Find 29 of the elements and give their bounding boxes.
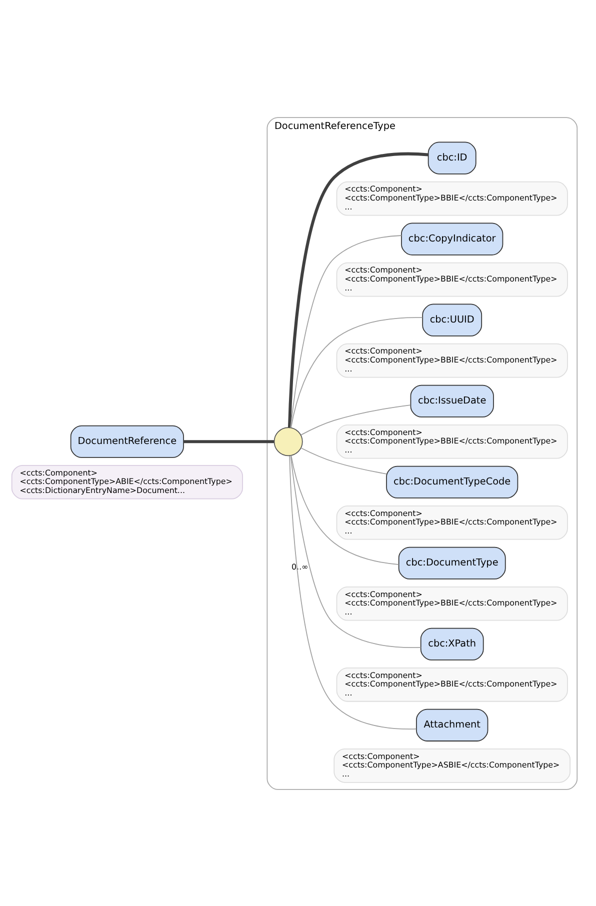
- connector: [290, 234, 402, 428]
- node-box: cbc:IssueDate: [410, 384, 494, 417]
- node-box: Attachment: [416, 708, 488, 741]
- node-box: <ccts:Component> <ccts:ComponentType>BBIE</ccts:ComponentType> ...: [336, 666, 568, 702]
- connector: [300, 404, 411, 435]
- node-box: cbc:DocumentTypeCode: [386, 465, 518, 498]
- node-box: <ccts:Component> <ccts:ComponentType>BBIE</ccts:ComponentType> ...: [336, 424, 568, 458]
- connector: [290, 454, 422, 648]
- node-box: <ccts:Component> <ccts:ComponentType>BBIE</ccts:ComponentType> ...: [336, 504, 568, 540]
- node-box: <ccts:Component> <ccts:ComponentType>ABIE</ccts:ComponentType> <ccts:DictionaryEntryName>Document...: [11, 464, 243, 499]
- node-box: <ccts:Component> <ccts:ComponentType>BBIE</ccts:ComponentType> ...: [336, 586, 568, 620]
- connector: [300, 447, 387, 474]
- node-box: <ccts:Component> <ccts:ComponentType>ASBIE</ccts:ComponentType> ...: [334, 748, 571, 782]
- node-box: <ccts:Component> <ccts:ComponentType>BBIE</ccts:ComponentType> ...: [336, 262, 568, 296]
- connector: [290, 454, 400, 565]
- node-box: DocumentReference: [70, 424, 184, 458]
- node-box: cbc:UUID: [422, 303, 482, 336]
- node-box: cbc:CopyIndicator: [401, 222, 504, 255]
- node-box: cbc:DocumentType: [398, 546, 506, 579]
- node-box: cbc:ID: [428, 141, 476, 174]
- node-circle: [274, 426, 303, 456]
- node-box: <ccts:Component> <ccts:ComponentType>BBIE</ccts:ComponentType> ...: [336, 342, 568, 378]
- connector: [290, 316, 423, 428]
- connector: [289, 455, 417, 730]
- node-box: <ccts:Component> <ccts:ComponentType>BBIE</ccts:ComponentType> ...: [336, 180, 568, 216]
- connector: [184, 440, 274, 443]
- connector: [288, 152, 428, 428]
- node-box: cbc:XPath: [420, 627, 484, 660]
- edge-label: 0..∞: [292, 562, 308, 571]
